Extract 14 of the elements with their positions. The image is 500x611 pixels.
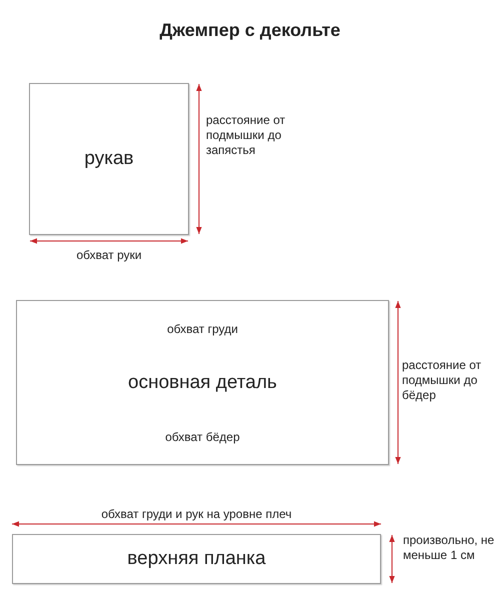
- diagram-title: Джемпер с декольте: [158, 20, 342, 41]
- dimension-label: обхват груди: [167, 322, 238, 336]
- pattern-piece: [12, 534, 381, 584]
- dimension-label: расстояние от подмышки до запястья: [206, 113, 286, 157]
- piece-label: рукав: [84, 148, 134, 170]
- dimension-label: обхват груди и рук на уровне плеч: [101, 507, 292, 521]
- dimension-label: обхват руки: [76, 248, 142, 262]
- piece-label: верхняя планка: [127, 548, 266, 570]
- dimension-label: обхват бёдер: [165, 430, 240, 444]
- dimension-label: расстояние от подмышки до бёдер: [402, 358, 482, 402]
- pattern-piece: [29, 83, 189, 235]
- pattern-piece: [16, 300, 389, 465]
- dimension-label: произвольно, не меньше 1 см: [403, 533, 494, 562]
- piece-label: основная деталь: [128, 372, 277, 394]
